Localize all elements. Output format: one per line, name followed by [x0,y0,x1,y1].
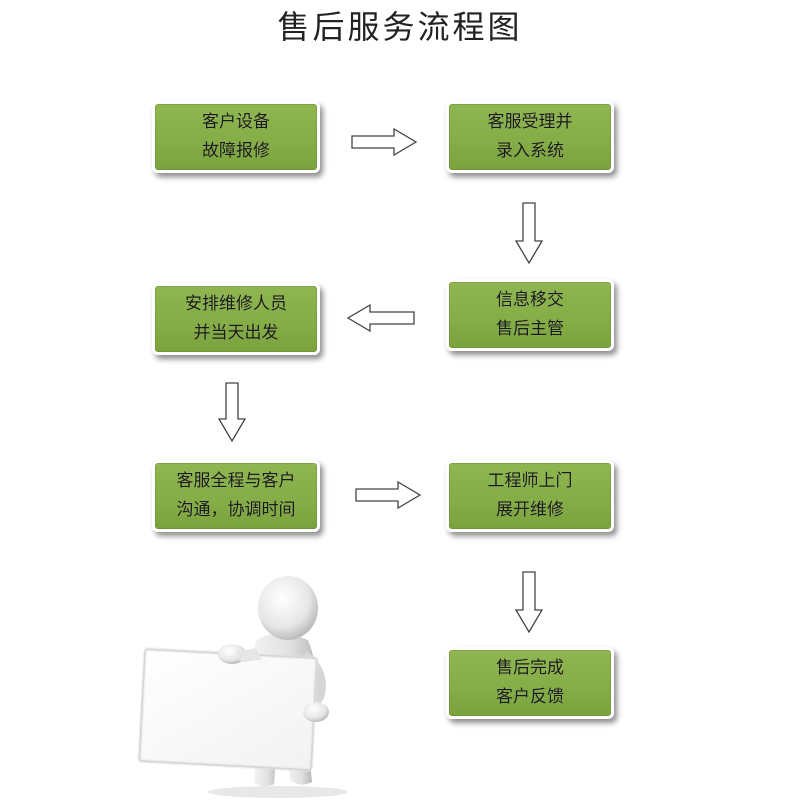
hollow-arrow-down-icon [514,201,544,265]
hollow-arrow-down-icon [514,570,544,634]
hollow-arrow-down-icon [217,381,247,443]
step-box-report-fault: 客户设备 故障报修 [152,101,320,173]
step-label-line1: 信息移交 [496,290,564,310]
step-label-line2: 故障报修 [202,141,270,161]
step-label-line2: 并当天出发 [193,323,279,343]
step-label-line1: 售后完成 [496,658,564,678]
page-title: 售后服务流程图 [277,8,523,46]
step-box-onsite-repair: 工程师上门 展开维修 [446,460,614,532]
step-box-transfer-info: 信息移交 售后主管 [446,279,614,351]
step-box-dispatch-staff: 安排维修人员 并当天出发 [152,283,320,355]
step-label-line2: 客户反馈 [496,687,564,707]
step-label-line1: 工程师上门 [487,471,573,491]
step-box-coordinate-time: 客服全程与客户 沟通，协调时间 [152,460,320,532]
step-box-service-accept: 客服受理并 录入系统 [446,101,614,173]
hollow-arrow-right-icon [354,480,422,510]
step-label-line2: 售后主管 [496,319,564,339]
step-label-line1: 客服受理并 [487,112,573,132]
person-holding-board-illustration [128,570,368,800]
step-label-line1: 安排维修人员 [185,294,287,314]
step-label-line1: 客服全程与客户 [176,471,296,491]
hollow-arrow-left-icon [346,303,416,333]
step-label-line2: 沟通，协调时间 [176,500,296,520]
hollow-arrow-right-icon [350,127,418,157]
step-label-line2: 展开维修 [496,500,564,520]
step-label-line1: 客户设备 [202,112,270,132]
step-label-line2: 录入系统 [496,141,564,161]
step-box-complete-feedback: 售后完成 客户反馈 [446,647,614,719]
